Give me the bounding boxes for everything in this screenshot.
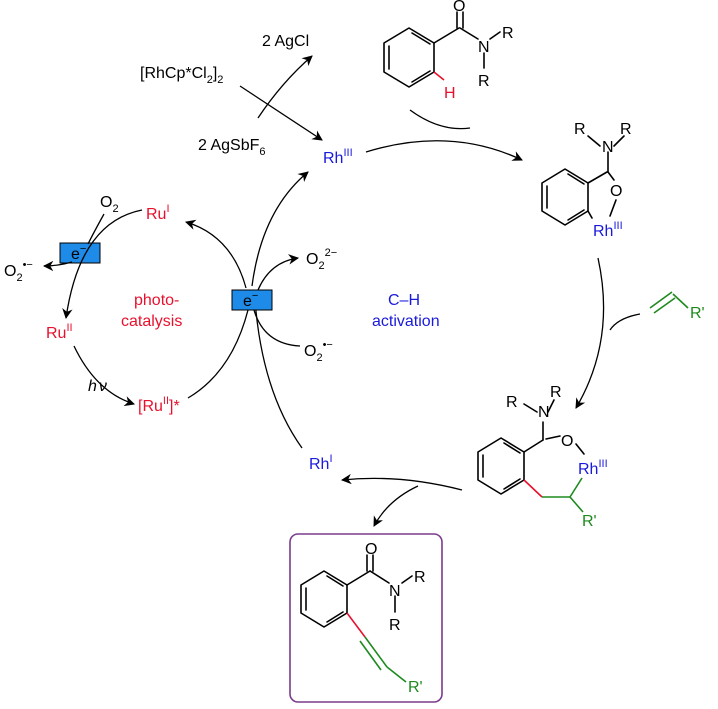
rh-reoxidation-arrow	[254, 299, 303, 449]
rh-i-species: RhI	[309, 453, 333, 473]
rhodacycle7-r2: R	[550, 384, 562, 401]
product-frame	[289, 533, 443, 703]
ru-ii: RuII	[46, 322, 73, 342]
alkene-entry-arrow	[609, 313, 641, 331]
rhodacycle7-r1: R	[506, 394, 518, 411]
electron-transfer-label: e−	[243, 290, 258, 310]
activation-arrow	[239, 85, 323, 141]
substrate-n: N	[478, 39, 490, 56]
five-membered-rhodacycle	[541, 135, 625, 226]
electron-transfer-box-left	[59, 242, 101, 264]
rhodacycle5-r2: R	[620, 121, 632, 138]
ch-activation-label-2: activation	[372, 313, 440, 330]
excited-quench-arrow	[187, 309, 249, 399]
rh-iii-catalyst: RhIII	[323, 147, 353, 167]
rhodacycle5-n: N	[602, 139, 614, 156]
agcl-release-arrow	[257, 55, 313, 119]
agsbf6-reagent: 2 AgSbF6	[198, 137, 266, 158]
substrate-entry-arrow	[409, 109, 471, 130]
seven-membered-rhodacycle	[477, 399, 585, 513]
peroxide: O22−	[306, 247, 337, 272]
ch-activation-label-1: C–H	[388, 292, 420, 309]
cycle-arc-elimination	[340, 473, 463, 491]
alkene-r-prime: R'	[690, 305, 705, 322]
ru-ii-excited: [RuII]*	[138, 395, 180, 415]
superoxide-release-arrow	[42, 260, 73, 272]
product-o: O	[365, 541, 377, 558]
electron-transfer-box	[231, 289, 273, 311]
substrate-r2: R	[478, 73, 490, 90]
oxygen-uptake-arrow	[87, 213, 105, 245]
product-n: N	[389, 583, 401, 600]
benzamide-substrate	[383, 11, 501, 88]
ru-i: RuI	[146, 203, 170, 223]
photocatalysis-label-1: photo-	[134, 292, 179, 309]
agcl-byproduct: 2 AgCl	[262, 33, 309, 50]
substrate-h: H	[444, 85, 456, 102]
rhodacycle7-o: O	[561, 433, 573, 450]
cycle-arc-ch-activation	[365, 140, 523, 161]
product-r2: R	[389, 617, 401, 634]
superoxide-center: O2•−	[304, 339, 333, 364]
photocatalysis-label-2: catalysis	[121, 313, 182, 330]
product-release-arrow	[373, 485, 419, 527]
rh-dimer-precatalyst: [RhCp*Cl2]2	[140, 65, 223, 86]
rhodacycle7-n: N	[538, 404, 550, 421]
product-r1: R	[414, 569, 426, 586]
rhodacycle5-o: O	[610, 183, 622, 200]
cycle-arc-insertion	[575, 257, 605, 409]
peroxide-release-arrow	[257, 254, 300, 291]
electron-transfer-label-left: e−	[71, 243, 86, 263]
substrate-r1: R	[502, 25, 514, 42]
rhodacycle7-r-prime: R'	[582, 513, 597, 530]
alkene-reagent	[649, 291, 689, 314]
substrate-o: O	[453, 0, 465, 15]
product-r-prime: R'	[408, 679, 423, 696]
superoxide-uptake-arrow	[253, 309, 301, 347]
oxygen-molecule: O2	[100, 194, 119, 215]
olefinated-product	[300, 554, 413, 683]
rh-regeneration-arrow	[251, 171, 309, 287]
ru-i-to-ru-ii-arrow	[62, 209, 143, 320]
rhodacycle5-rh: RhIII	[593, 220, 623, 240]
superoxide-left: O2•−	[4, 259, 33, 284]
ru-i-formation-arrow	[185, 219, 247, 289]
rhodacycle5-r1: R	[574, 121, 586, 138]
rhodacycle7-rh: RhIII	[578, 458, 608, 478]
excitation-arrow	[73, 345, 135, 407]
